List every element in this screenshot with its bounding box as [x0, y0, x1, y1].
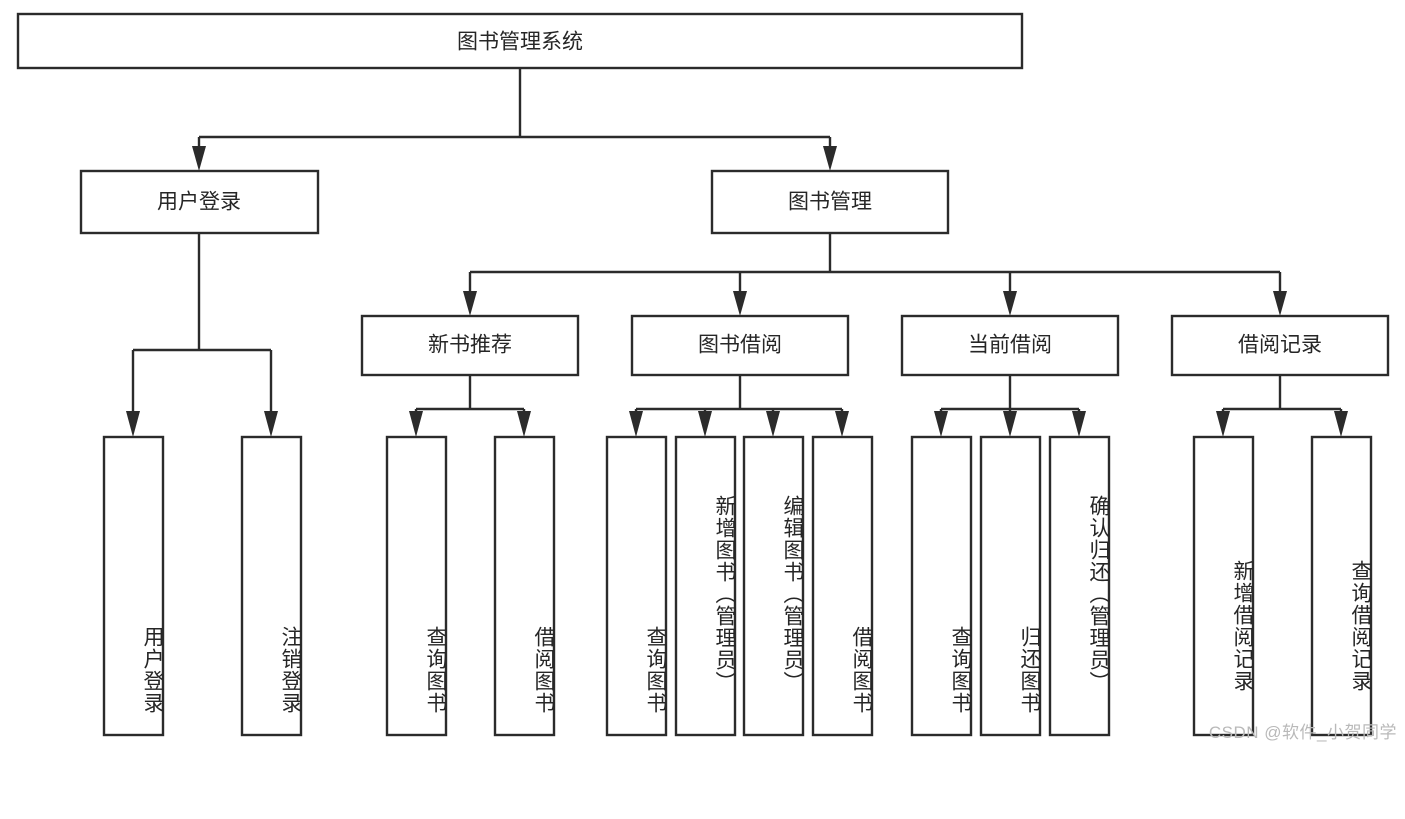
leaf-box-borrow-record-1[interactable]: [1310, 435, 1373, 737]
node-book-management[interactable]: 图书管理: [710, 169, 950, 235]
connector-user-login-to-leaves: [126, 233, 278, 437]
tree-structure-svg: 图书管理系统 用户登录 图书管理: [16, 12, 1390, 737]
arrow-head-icon: [733, 291, 747, 316]
leaf-box-new-book-0[interactable]: [385, 435, 448, 737]
leaf-box-book-borrow-2[interactable]: [742, 435, 805, 737]
leaf-box-current-borrow-1[interactable]: [979, 435, 1042, 737]
arrow-head-icon: [766, 411, 780, 437]
connector-new-book-recommend-to-leaves: [409, 375, 531, 437]
flowchart-diagram: 图书管理系统 用户登录 图书管理: [16, 12, 1397, 742]
node-user-login[interactable]: 用户登录: [79, 169, 320, 235]
node-new-book-recommend[interactable]: 新书推荐: [360, 314, 580, 377]
root-label: 图书管理系统: [457, 31, 583, 54]
leaf-box-book-borrow-0[interactable]: [605, 435, 668, 737]
arrow-head-icon: [1003, 291, 1017, 316]
book-management-label: 图书管理: [788, 191, 872, 214]
arrow-head-icon: [934, 411, 948, 437]
leaf-box-new-book-1[interactable]: [493, 435, 556, 737]
leaf-box-borrow-record-0[interactable]: [1192, 435, 1255, 737]
leaf-box-book-borrow-3[interactable]: [811, 435, 874, 737]
arrow-head-icon: [126, 411, 140, 437]
node-root[interactable]: 图书管理系统: [16, 12, 1024, 70]
user-login-label: 用户登录: [157, 191, 241, 214]
leaf-box-current-borrow-0[interactable]: [910, 435, 973, 737]
arrow-head-icon: [1003, 411, 1017, 437]
connector-root-to-level2: [192, 68, 837, 171]
connector-current-borrow-to-leaves: [934, 375, 1086, 437]
arrow-head-icon: [629, 411, 643, 437]
arrow-head-icon: [823, 146, 837, 171]
arrow-head-icon: [409, 411, 423, 437]
connector-book-management-to-level3: [463, 233, 1287, 316]
node-book-borrow[interactable]: 图书借阅: [630, 314, 850, 377]
arrow-head-icon: [698, 411, 712, 437]
book-borrow-label: 图书借阅: [698, 334, 782, 357]
new-book-recommend-box: [360, 314, 580, 377]
arrow-head-icon: [264, 411, 278, 437]
current-borrow-box: [900, 314, 1120, 377]
arrow-head-icon: [1334, 411, 1348, 437]
arrow-head-icon: [463, 291, 477, 316]
arrow-head-icon: [517, 411, 531, 437]
current-borrow-label: 当前借阅: [968, 334, 1052, 357]
root-box: [16, 12, 1024, 70]
leaf-box-book-borrow-1[interactable]: [674, 435, 737, 737]
watermark-text: CSDN @软件_小贺同学: [1208, 723, 1397, 742]
new-book-recommend-label: 新书推荐: [428, 334, 512, 357]
arrow-head-icon: [835, 411, 849, 437]
leaf-box-user-login-1[interactable]: [240, 435, 303, 737]
node-borrow-record[interactable]: 借阅记录: [1170, 314, 1390, 377]
connector-borrow-record-to-leaves: [1216, 375, 1348, 437]
leaf-box-current-borrow-2[interactable]: [1048, 435, 1111, 737]
leaf-box-user-login-0[interactable]: [102, 435, 165, 737]
arrow-head-icon: [192, 146, 206, 171]
arrow-head-icon: [1216, 411, 1230, 437]
node-current-borrow[interactable]: 当前借阅: [900, 314, 1120, 377]
arrow-head-icon: [1273, 291, 1287, 316]
connector-book-borrow-to-leaves: [629, 375, 849, 437]
borrow-record-label: 借阅记录: [1238, 334, 1322, 357]
arrow-head-icon: [1072, 411, 1086, 437]
user-login-box: [79, 169, 320, 235]
